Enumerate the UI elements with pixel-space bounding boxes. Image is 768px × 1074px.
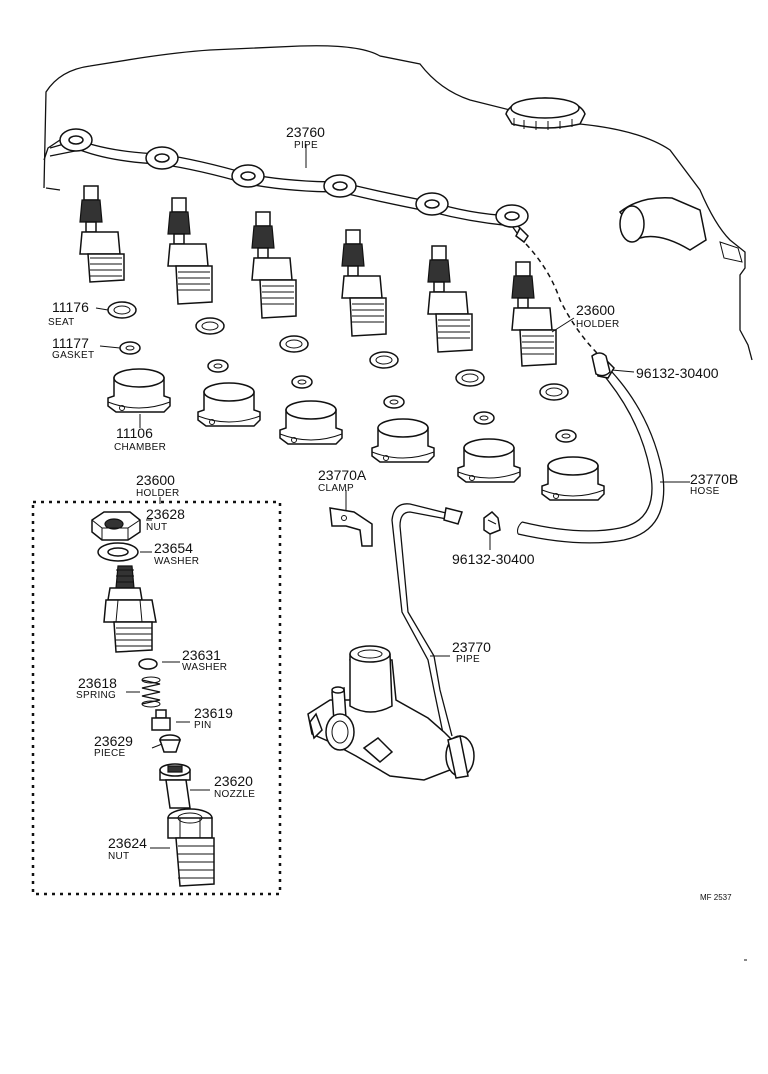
exploded-view-box [31, 500, 282, 896]
callout-number: 23770A [318, 467, 367, 483]
chamber-6 [541, 456, 605, 501]
callout-number: 23654 [154, 540, 193, 556]
chamber-3 [279, 400, 343, 445]
callout-number: 23770B [690, 471, 738, 487]
injector-2 [167, 197, 213, 305]
callout-number: 11176 [52, 299, 89, 315]
callout-name: NUT [146, 522, 167, 533]
callout-number: 23770 [452, 639, 491, 655]
clamp-23770a [329, 507, 373, 547]
nozzle-23620 [159, 763, 191, 809]
callout-number: 23618 [78, 675, 117, 691]
elbow-tube [618, 197, 743, 263]
callout-name: HOSE [690, 486, 720, 497]
seat-rings [107, 301, 569, 401]
chamber-4 [371, 418, 435, 463]
callout-23770: 23770 PIPE [452, 639, 491, 665]
callout-number: 23600 [576, 302, 615, 318]
callout-11176: 11176 SEAT [48, 299, 89, 328]
callout-number: 23629 [94, 733, 133, 749]
callout-23600-box: 23600 HOLDER [136, 472, 179, 499]
spring-23618 [141, 676, 161, 708]
callout-name: GASKET [52, 350, 94, 361]
injector-1 [79, 185, 125, 283]
callout-number: 96132-30400 [452, 551, 535, 567]
callout-name: HOLDER [136, 488, 179, 499]
washer-23631 [138, 658, 158, 670]
nut-23628 [91, 511, 141, 541]
callout-name: WASHER [154, 556, 199, 567]
leader-lines [95, 144, 690, 849]
routing-dashed-line [525, 243, 605, 367]
callout-23619: 23619 PIN [194, 705, 233, 731]
washer-23654 [97, 542, 139, 562]
callout-23620: 23620 NOZZLE [214, 773, 255, 800]
callout-23760: 23760 PIPE [286, 124, 325, 151]
callout-96132-upper: 96132-30400 [636, 365, 719, 381]
callout-name: SPRING [76, 690, 116, 701]
injector-4 [341, 229, 387, 337]
callout-name: NOZZLE [214, 789, 255, 800]
pin-23619 [151, 709, 171, 731]
hose-23770b [517, 357, 665, 544]
gasket-rings [119, 341, 577, 443]
callout-name: CLAMP [318, 483, 354, 494]
injector-6 [511, 261, 557, 367]
banjo-fitting [59, 128, 529, 228]
exploded-holder-parts [91, 511, 215, 887]
fuel-pump-fitting [307, 645, 475, 781]
callout-number: 11177 [52, 335, 89, 351]
callout-23629: 23629 PIECE [94, 733, 133, 759]
piece-23629 [158, 734, 182, 753]
callout-23600-holder: 23600 HOLDER [576, 302, 619, 330]
callout-number: 23631 [182, 647, 221, 663]
chamber-2 [197, 382, 261, 427]
callout-name: PIN [194, 720, 212, 731]
callout-name: PIPE [456, 654, 480, 665]
combustion-chambers [107, 368, 605, 501]
callout-23654: 23654 WASHER [154, 540, 199, 567]
callout-96132-lower: 96132-30400 [452, 551, 535, 567]
callout-name: NUT [108, 851, 129, 862]
callout-name: SEAT [48, 317, 75, 328]
callout-23631: 23631 WASHER [182, 647, 227, 673]
oil-filler-cap [505, 97, 586, 130]
injector-5 [427, 245, 473, 353]
diagram-ref: MF 2537 [700, 893, 732, 902]
callout-number: 23600 [136, 472, 175, 488]
leakoff-pipe-23760 [49, 128, 529, 244]
callout-23624: 23624 NUT [108, 835, 147, 862]
callout-number: 23760 [286, 124, 325, 140]
callout-number: 23620 [214, 773, 253, 789]
callout-name: HOLDER [576, 319, 619, 330]
hose-clip-96132-lower [483, 511, 501, 535]
callout-23770b: 23770B HOSE [690, 471, 738, 497]
injector-holders [79, 185, 557, 367]
callout-name: WASHER [182, 662, 227, 673]
callout-23770a: 23770A CLAMP [318, 467, 367, 494]
callout-number: 96132-30400 [636, 365, 719, 381]
hose-clip-96132-upper [591, 352, 611, 377]
callout-11106: 11106 CHAMBER [114, 425, 166, 453]
callout-number: 23624 [108, 835, 147, 851]
chamber-1 [107, 368, 171, 413]
callout-name: PIECE [94, 748, 126, 759]
callout-number: 11106 [116, 425, 153, 441]
callout-name: CHAMBER [114, 442, 166, 453]
callout-number: 23619 [194, 705, 233, 721]
callout-name: PIPE [294, 140, 318, 151]
holder-body [103, 565, 157, 653]
pipe-23770 [391, 503, 463, 739]
callout-23618: 23618 SPRING [76, 675, 117, 701]
engine-outline [43, 45, 753, 361]
callout-23628: 23628 NUT [146, 506, 185, 533]
nut-23624 [167, 808, 215, 887]
chamber-5 [457, 438, 521, 483]
callout-11177: 11177 GASKET [52, 335, 94, 361]
callout-number: 23628 [146, 506, 185, 522]
injector-3 [251, 211, 297, 319]
